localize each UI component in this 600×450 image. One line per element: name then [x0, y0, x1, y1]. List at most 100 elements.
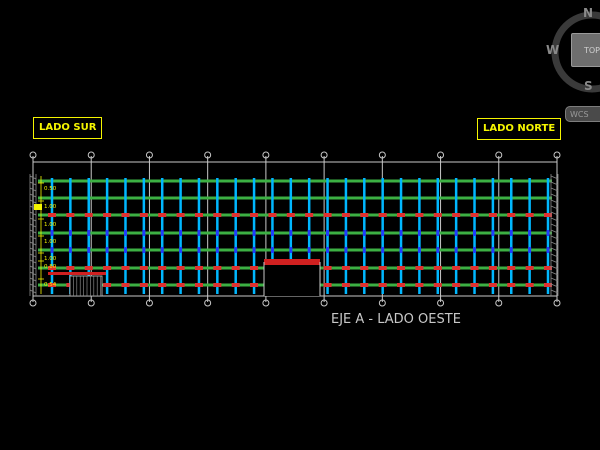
joint-connector [250, 213, 259, 217]
joint-connector [341, 283, 350, 287]
joint-brace [473, 230, 477, 236]
joint-brace [454, 247, 458, 253]
joint-brace [142, 247, 146, 253]
ladder-rung [550, 187, 559, 192]
axis-bubble-bottom [87, 299, 95, 307]
joint-brace [160, 230, 164, 236]
joint-brace [160, 247, 164, 253]
joint-connector [250, 266, 259, 270]
joint-connector [341, 266, 350, 270]
joint-brace [105, 230, 109, 236]
axis-bubble-bottom [204, 299, 212, 307]
axis-bubble-top [204, 151, 212, 159]
ladder-rung [29, 223, 37, 228]
joint-connector [507, 213, 516, 217]
joint-connector [544, 213, 552, 217]
joint-brace [381, 247, 385, 253]
compass-north-label[interactable]: N [583, 6, 594, 20]
axis-bubble-top [437, 151, 445, 159]
joint-connector [433, 283, 442, 287]
joint-connector [176, 283, 185, 287]
ladder-rung [29, 265, 37, 270]
joint-brace [123, 247, 127, 253]
joint-connector [507, 266, 516, 270]
label-lado-norte: LADO NORTE [477, 118, 562, 140]
joint-brace [50, 230, 54, 236]
ladder-rung [550, 199, 559, 204]
joint-brace [326, 247, 330, 253]
joint-connector [250, 283, 259, 287]
joint-connector [323, 213, 332, 217]
ladder-rung [29, 211, 37, 216]
joint-connector [525, 266, 534, 270]
joint-connector [194, 283, 203, 287]
joint-connector [158, 266, 167, 270]
joint-brace [215, 230, 219, 236]
joint-brace [50, 247, 54, 253]
joint-connector [452, 266, 461, 270]
ladder-rung [29, 277, 37, 282]
ladder-rung [29, 247, 37, 252]
joint-connector [194, 213, 203, 217]
joint-connector [397, 283, 406, 287]
ladder-rung [550, 235, 559, 240]
joint-brace [234, 247, 238, 253]
joint-brace [362, 247, 366, 253]
ladder-rung [550, 241, 559, 246]
ladder-rung [29, 217, 37, 222]
joint-connector [323, 283, 332, 287]
dimension-label: 0.80 [44, 264, 57, 270]
joint-connector [397, 213, 406, 217]
compass-west-label[interactable]: W [546, 43, 560, 57]
joint-connector [139, 283, 148, 287]
joint-brace [289, 247, 293, 253]
joint-connector [488, 266, 497, 270]
joint-brace [289, 230, 293, 236]
joint-brace [307, 230, 311, 236]
wcs-menu-button[interactable]: WCS [565, 106, 600, 122]
joint-brace [454, 230, 458, 236]
ladder-rung [29, 235, 37, 240]
joint-connector [360, 266, 369, 270]
joint-brace [491, 247, 495, 253]
joint-brace [436, 247, 440, 253]
axis-bubble-top [145, 151, 153, 159]
joint-connector [470, 266, 479, 270]
ladder-rung [29, 193, 37, 198]
joint-connector [488, 213, 497, 217]
joint-connector [84, 213, 93, 217]
joint-connector [268, 213, 277, 217]
axis-bubble-top [87, 151, 95, 159]
joint-brace [344, 247, 348, 253]
joint-connector [103, 213, 112, 217]
joint-connector [103, 266, 112, 270]
dimension-label: 1.00 [44, 239, 57, 245]
joint-brace [546, 230, 550, 236]
viewcube-top-face[interactable]: TOP [571, 33, 600, 67]
joint-brace [197, 247, 201, 253]
view-title: EJE A - LADO OESTE [331, 312, 461, 327]
ladder-rung [550, 181, 559, 186]
joint-brace [197, 230, 201, 236]
ladder-rung [550, 271, 559, 276]
joint-connector [415, 283, 424, 287]
ladder-rung [29, 187, 37, 192]
joint-connector [231, 266, 240, 270]
joint-brace [142, 230, 146, 236]
joint-brace [326, 230, 330, 236]
viewcube-compass-ring[interactable] [548, 8, 600, 98]
joint-brace [215, 247, 219, 253]
ladder-rung [29, 289, 37, 294]
joint-brace [381, 230, 385, 236]
joint-brace [546, 247, 550, 253]
ladder-rung [550, 259, 559, 264]
joint-connector [213, 266, 222, 270]
ladder-rung [29, 199, 37, 204]
joint-connector [305, 213, 314, 217]
compass-south-label[interactable]: S [584, 79, 593, 93]
joint-connector [470, 283, 479, 287]
joint-connector [121, 213, 130, 217]
joint-brace [344, 230, 348, 236]
ladder-rung [29, 259, 37, 264]
